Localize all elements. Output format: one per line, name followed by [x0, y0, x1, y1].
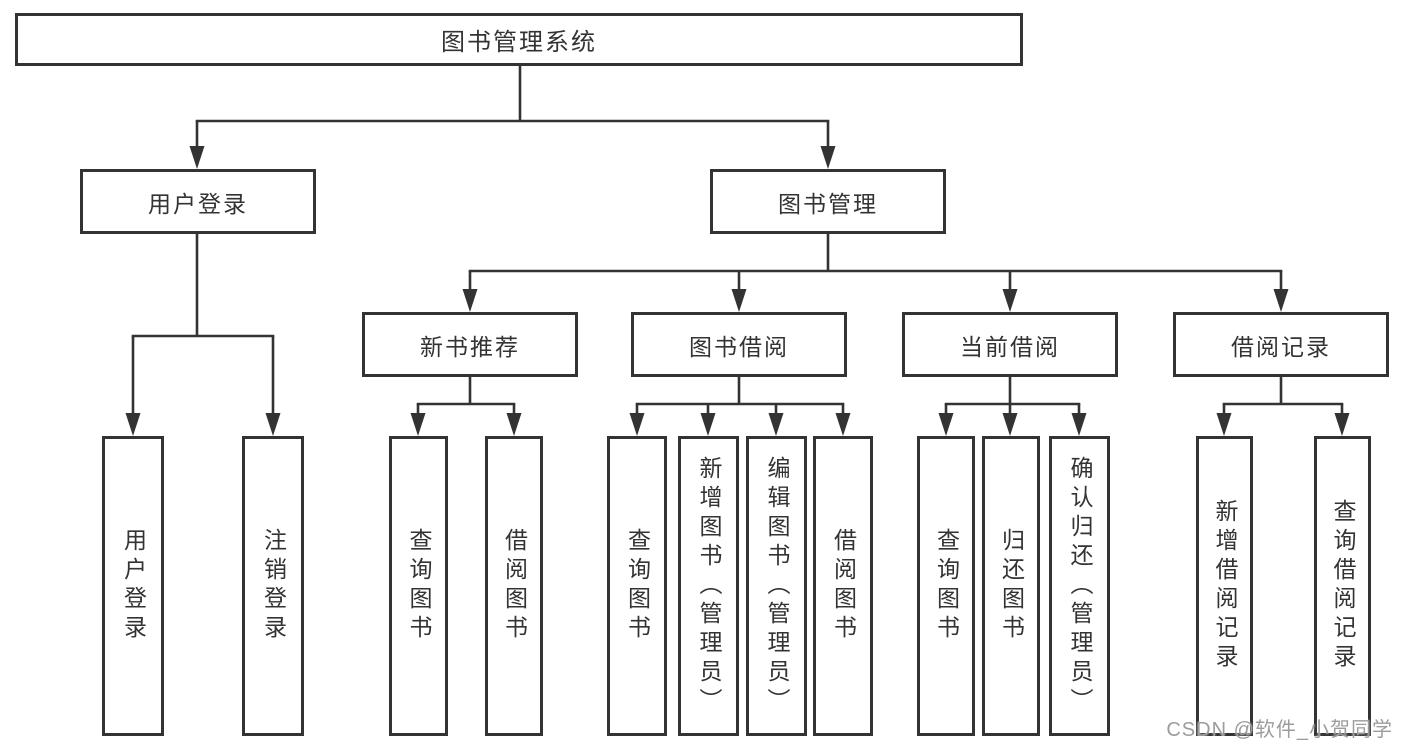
- node-user-login-group: 用户登录: [80, 169, 316, 234]
- watermark: CSDN @软件_小贺同学: [1166, 719, 1393, 741]
- node-library-management-system: 图书管理系统: [15, 13, 1023, 66]
- node-label: 查询图书: [624, 528, 651, 644]
- node-leaf-recommend-query-books: 查询图书: [389, 436, 448, 736]
- node-label: 新书推荐: [420, 333, 520, 360]
- node-leaf-borrow-borrow-books: 借阅图书: [813, 436, 873, 736]
- node-leaf-logout: 注销登录: [242, 436, 304, 736]
- node-label: 确认归还（管理员）: [1067, 455, 1093, 717]
- node-leaf-records-add-record: 新增借阅记录: [1196, 436, 1253, 736]
- node-label: 图书管理: [778, 190, 878, 217]
- node-label: 注销登录: [260, 528, 287, 644]
- node-new-book-recommend: 新书推荐: [362, 312, 578, 377]
- node-leaf-borrow-edit-books-admin: 编辑图书（管理员）: [746, 436, 807, 736]
- node-current-borrow: 当前借阅: [902, 312, 1118, 377]
- node-label: 借阅图书: [830, 528, 857, 644]
- node-leaf-records-query-record: 查询借阅记录: [1314, 436, 1371, 736]
- node-label: 查询图书: [933, 528, 960, 644]
- node-label: 归还图书: [998, 528, 1025, 644]
- node-label: 编辑图书（管理员）: [764, 455, 790, 717]
- node-leaf-current-query-books: 查询图书: [917, 436, 975, 736]
- node-label: 新增借阅记录: [1212, 499, 1238, 673]
- node-leaf-recommend-borrow-books: 借阅图书: [485, 436, 543, 736]
- node-label: 借阅图书: [501, 528, 528, 644]
- node-leaf-user-login: 用户登录: [102, 436, 164, 736]
- node-label: 图书管理系统: [441, 29, 597, 56]
- node-book-borrow: 图书借阅: [631, 312, 847, 377]
- node-label: 新增图书（管理员）: [696, 455, 722, 717]
- node-leaf-borrow-add-books-admin: 新增图书（管理员）: [678, 436, 739, 736]
- node-label: 当前借阅: [960, 333, 1060, 360]
- node-label: 查询图书: [406, 528, 432, 644]
- node-label: 借阅记录: [1231, 333, 1331, 360]
- node-leaf-current-return-books: 归还图书: [982, 436, 1040, 736]
- node-label: 用户登录: [148, 190, 248, 217]
- node-label: 用户登录: [120, 528, 147, 644]
- node-book-management: 图书管理: [710, 169, 946, 234]
- node-leaf-borrow-query-books: 查询图书: [607, 436, 667, 736]
- node-label: 查询借阅记录: [1330, 499, 1356, 673]
- node-label: 图书借阅: [689, 333, 789, 360]
- node-borrow-records: 借阅记录: [1173, 312, 1389, 377]
- node-leaf-current-confirm-return-admin: 确认归还（管理员）: [1049, 436, 1110, 736]
